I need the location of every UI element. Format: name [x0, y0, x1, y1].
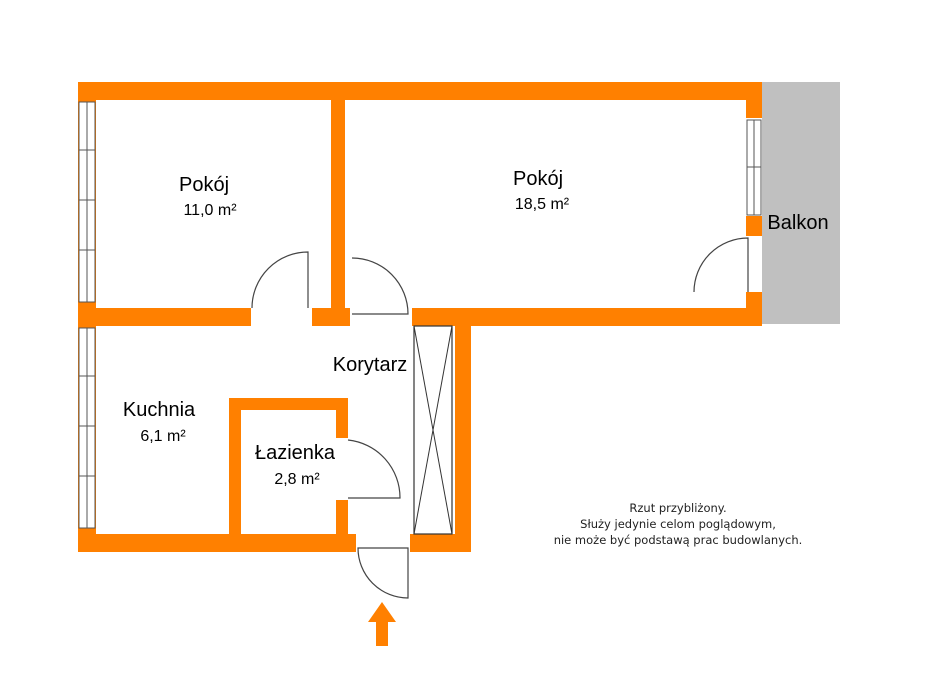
disclaimer-note: Rzut przybliżony. Służy jedynie celom po…	[554, 501, 803, 547]
doors	[251, 237, 749, 599]
note-line-3: nie może być podstawą prac budowlanych.	[554, 533, 803, 547]
entrance-arrow-icon	[368, 602, 396, 646]
note-line-2: Służy jedynie celom poglądowym,	[580, 517, 776, 531]
door-lazienka	[347, 439, 401, 499]
room-area-pokoj-large: 18,5 m²	[515, 196, 570, 213]
windows	[78, 101, 762, 529]
room-area-lazienka: 2,8 m²	[274, 471, 320, 488]
room-name-balkon: Balkon	[767, 212, 828, 234]
wardrobe-icon	[413, 325, 453, 535]
room-area-pokoj-small: 11,0 m²	[183, 202, 237, 219]
room-name-lazienka: Łazienka	[255, 442, 336, 464]
room-name-pokoj-small: Pokój	[179, 174, 229, 196]
door-pokoj-small	[251, 251, 309, 309]
room-name-pokoj-large: Pokój	[513, 168, 563, 190]
note-line-1: Rzut przybliżony.	[629, 501, 726, 515]
balcony-area	[762, 82, 840, 324]
room-area-kuchnia: 6,1 m²	[140, 428, 186, 445]
room-name-korytarz: Korytarz	[333, 354, 407, 376]
door-pokoj-large	[351, 257, 409, 315]
door-entrance	[357, 547, 409, 599]
room-name-kuchnia: Kuchnia	[123, 399, 196, 421]
door-balkon	[693, 237, 749, 293]
